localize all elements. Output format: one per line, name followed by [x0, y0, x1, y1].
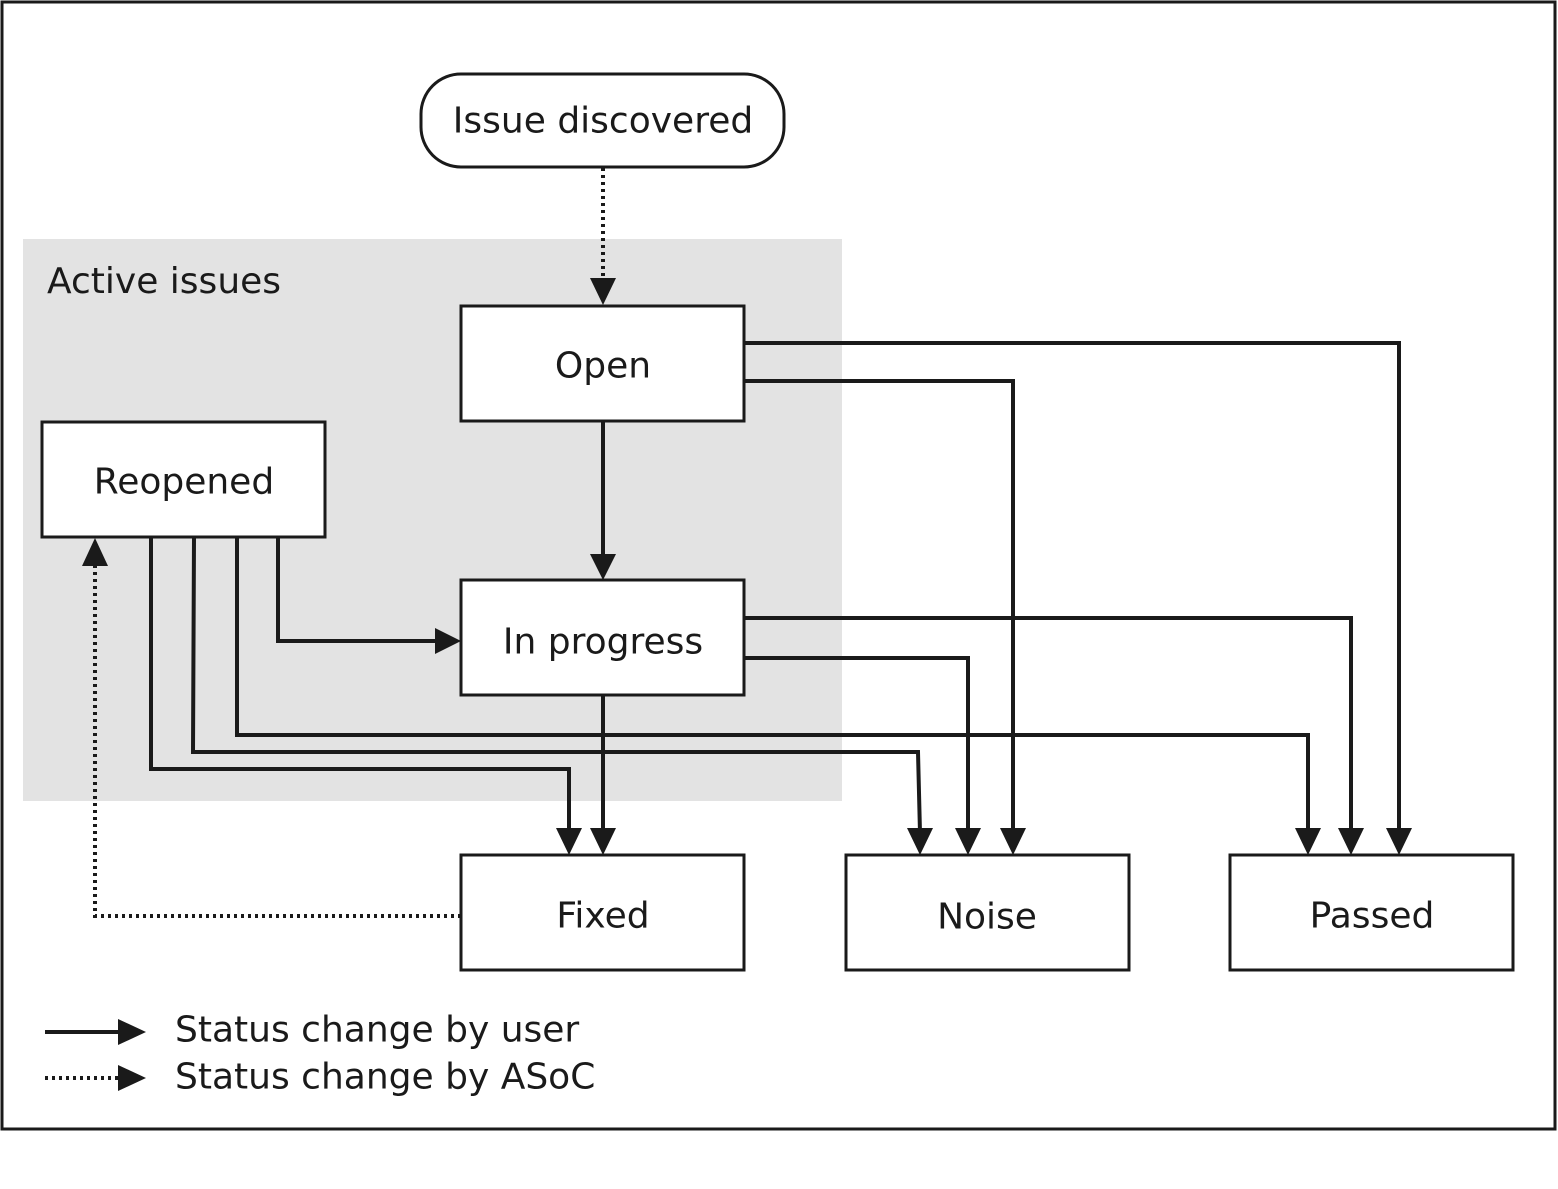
arrowhead-passed-1: [1295, 828, 1321, 855]
node-open-label: Open: [555, 346, 651, 387]
edge-in-progress-to-noise: [745, 656, 970, 833]
edge-open-to-passed: [745, 341, 1401, 833]
edge-reopened-to-noise: [190, 536, 922, 834]
node-reopened: Reopened: [40, 420, 327, 539]
node-fixed: Fixed: [459, 853, 746, 972]
arrowhead-reopened: [82, 538, 108, 566]
node-issue-discovered-label: Issue discovered: [453, 101, 753, 142]
node-passed-label: Passed: [1310, 896, 1435, 937]
arrowhead-in-progress-top: [590, 554, 616, 580]
node-in-progress: In progress: [459, 578, 746, 697]
legend-asoc: Status change by ASoC: [45, 1057, 595, 1098]
legend: Status change by user Status change by A…: [45, 1010, 595, 1098]
arrowheads: [82, 278, 1412, 855]
edge-reopened-to-fixed: [149, 537, 571, 833]
edge-reopened-to-passed: [235, 537, 1310, 833]
arrowhead-passed-3: [1386, 828, 1412, 855]
arrowhead-fixed-1: [556, 828, 582, 855]
connectors-user: [149, 341, 1401, 834]
arrowhead-passed-2: [1338, 828, 1364, 855]
node-noise: Noise: [844, 853, 1131, 972]
node-fixed-label: Fixed: [556, 896, 649, 937]
edge-fixed-to-reopened: [93, 562, 461, 918]
arrowhead-noise-2: [955, 828, 981, 855]
legend-user-arrowhead: [118, 1019, 146, 1045]
legend-user: Status change by user: [45, 1010, 579, 1051]
active-issues-label: Active issues: [47, 261, 281, 302]
node-in-progress-label: In progress: [503, 622, 703, 663]
node-open: Open: [459, 304, 746, 423]
arrowhead-noise-1: [907, 828, 933, 855]
arrowhead-noise-3: [1000, 828, 1026, 855]
legend-asoc-arrowhead: [118, 1065, 146, 1091]
node-noise-label: Noise: [937, 897, 1037, 938]
arrowhead-in-progress-left: [435, 628, 461, 654]
arrowhead-fixed-2: [590, 828, 616, 855]
arrowhead-open: [590, 278, 616, 305]
edge-in-progress-to-passed: [745, 616, 1353, 833]
legend-user-label: Status change by user: [175, 1010, 579, 1051]
edge-reopened-to-in-progress: [276, 537, 440, 643]
node-reopened-label: Reopened: [94, 462, 274, 503]
node-issue-discovered: Issue discovered: [419, 72, 786, 169]
legend-asoc-label: Status change by ASoC: [175, 1057, 595, 1098]
edge-open-to-noise: [745, 379, 1015, 833]
node-passed: Passed: [1228, 853, 1515, 972]
connectors-asoc: [93, 168, 605, 918]
